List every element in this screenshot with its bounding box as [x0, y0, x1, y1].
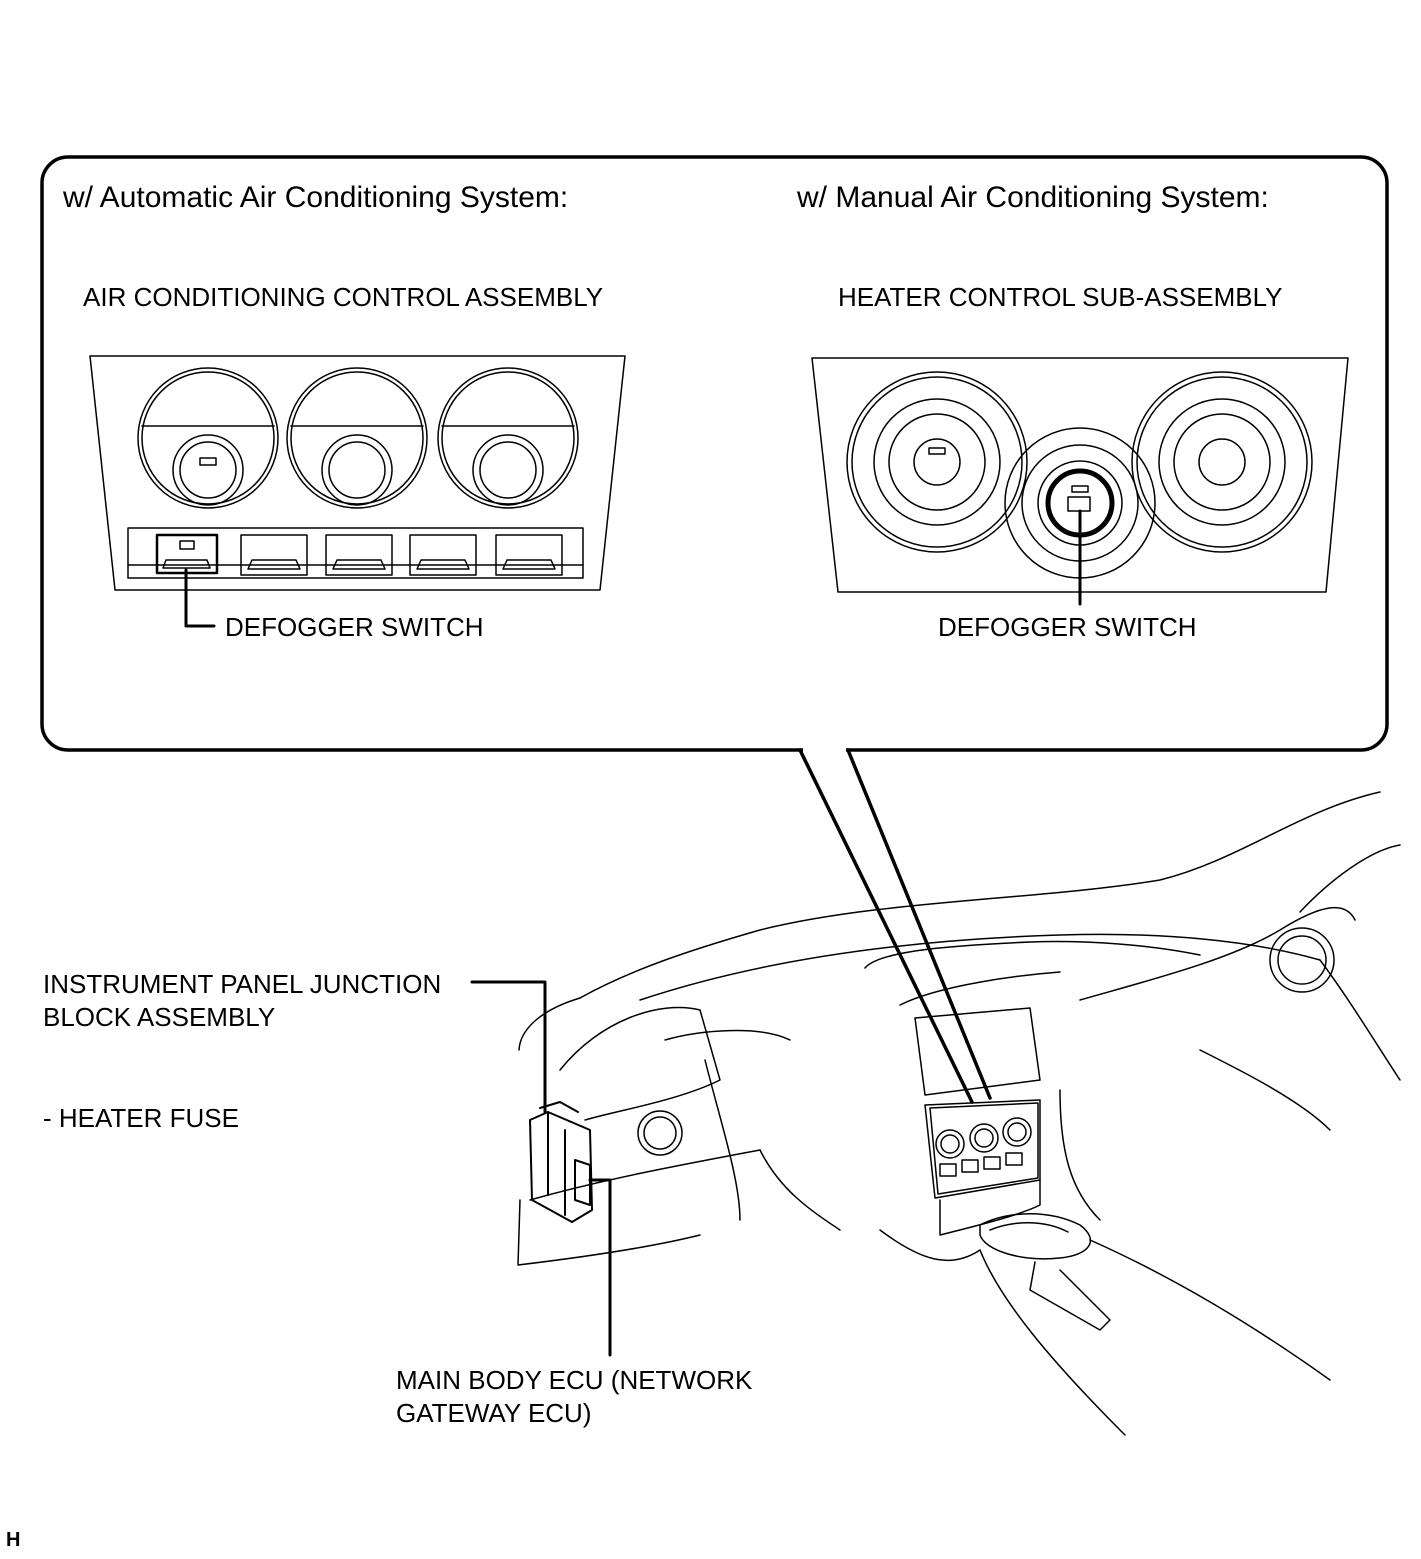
junction-block-ecu-drawing — [529, 1101, 593, 1223]
junction-block-label-line1: INSTRUMENT PANEL JUNCTION — [43, 969, 441, 999]
auto-defogger-switch-label: DEFOGGER SWITCH — [225, 612, 484, 642]
junction-block-label-line2: BLOCK ASSEMBLY — [43, 1002, 275, 1032]
auto-dial-left — [137, 367, 279, 509]
figure-code: H — [6, 1529, 20, 1551]
manual-defogger-switch-label: DEFOGGER SWITCH — [938, 612, 1197, 642]
ac-control-assembly-drawing — [89, 355, 626, 591]
heater-control-subassembly-label: HEATER CONTROL SUB-ASSEMBLY — [838, 282, 1283, 312]
heater-fuse-label: - HEATER FUSE — [43, 1103, 239, 1133]
main-body-ecu-label-line1: MAIN BODY ECU (NETWORK — [396, 1365, 753, 1395]
main-body-ecu-label-line2: GATEWAY ECU) — [396, 1398, 592, 1428]
manual-dial-left — [846, 371, 1028, 553]
manual-dial-right — [1131, 371, 1313, 553]
ac-control-assembly-label: AIR CONDITIONING CONTROL ASSEMBLY — [83, 282, 603, 312]
callout-box — [40, 155, 1389, 1104]
automatic-ac-heading: w/ Automatic Air Conditioning System: — [62, 181, 568, 214]
dashboard-drawing — [517, 791, 1401, 1436]
manual-ac-heading: w/ Manual Air Conditioning System: — [796, 181, 1269, 214]
auto-dial-center — [286, 367, 428, 509]
auto-dial-right — [437, 367, 579, 509]
